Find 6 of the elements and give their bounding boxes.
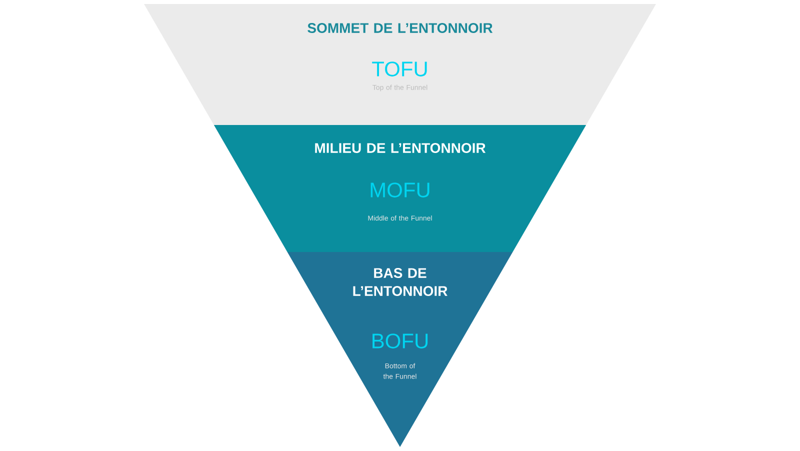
heading-text: BAS DE L’ENTONNOIR <box>353 268 448 296</box>
heading-text: SOMMET DE L’ENTONNOIR <box>308 23 493 33</box>
acronym-text: MOFU <box>370 182 430 198</box>
heading-text: MILIEU DE L’ENTONNOIR <box>315 143 486 153</box>
acronym-text: BOFU <box>372 334 428 348</box>
acronym-text: TOFU <box>372 62 427 76</box>
